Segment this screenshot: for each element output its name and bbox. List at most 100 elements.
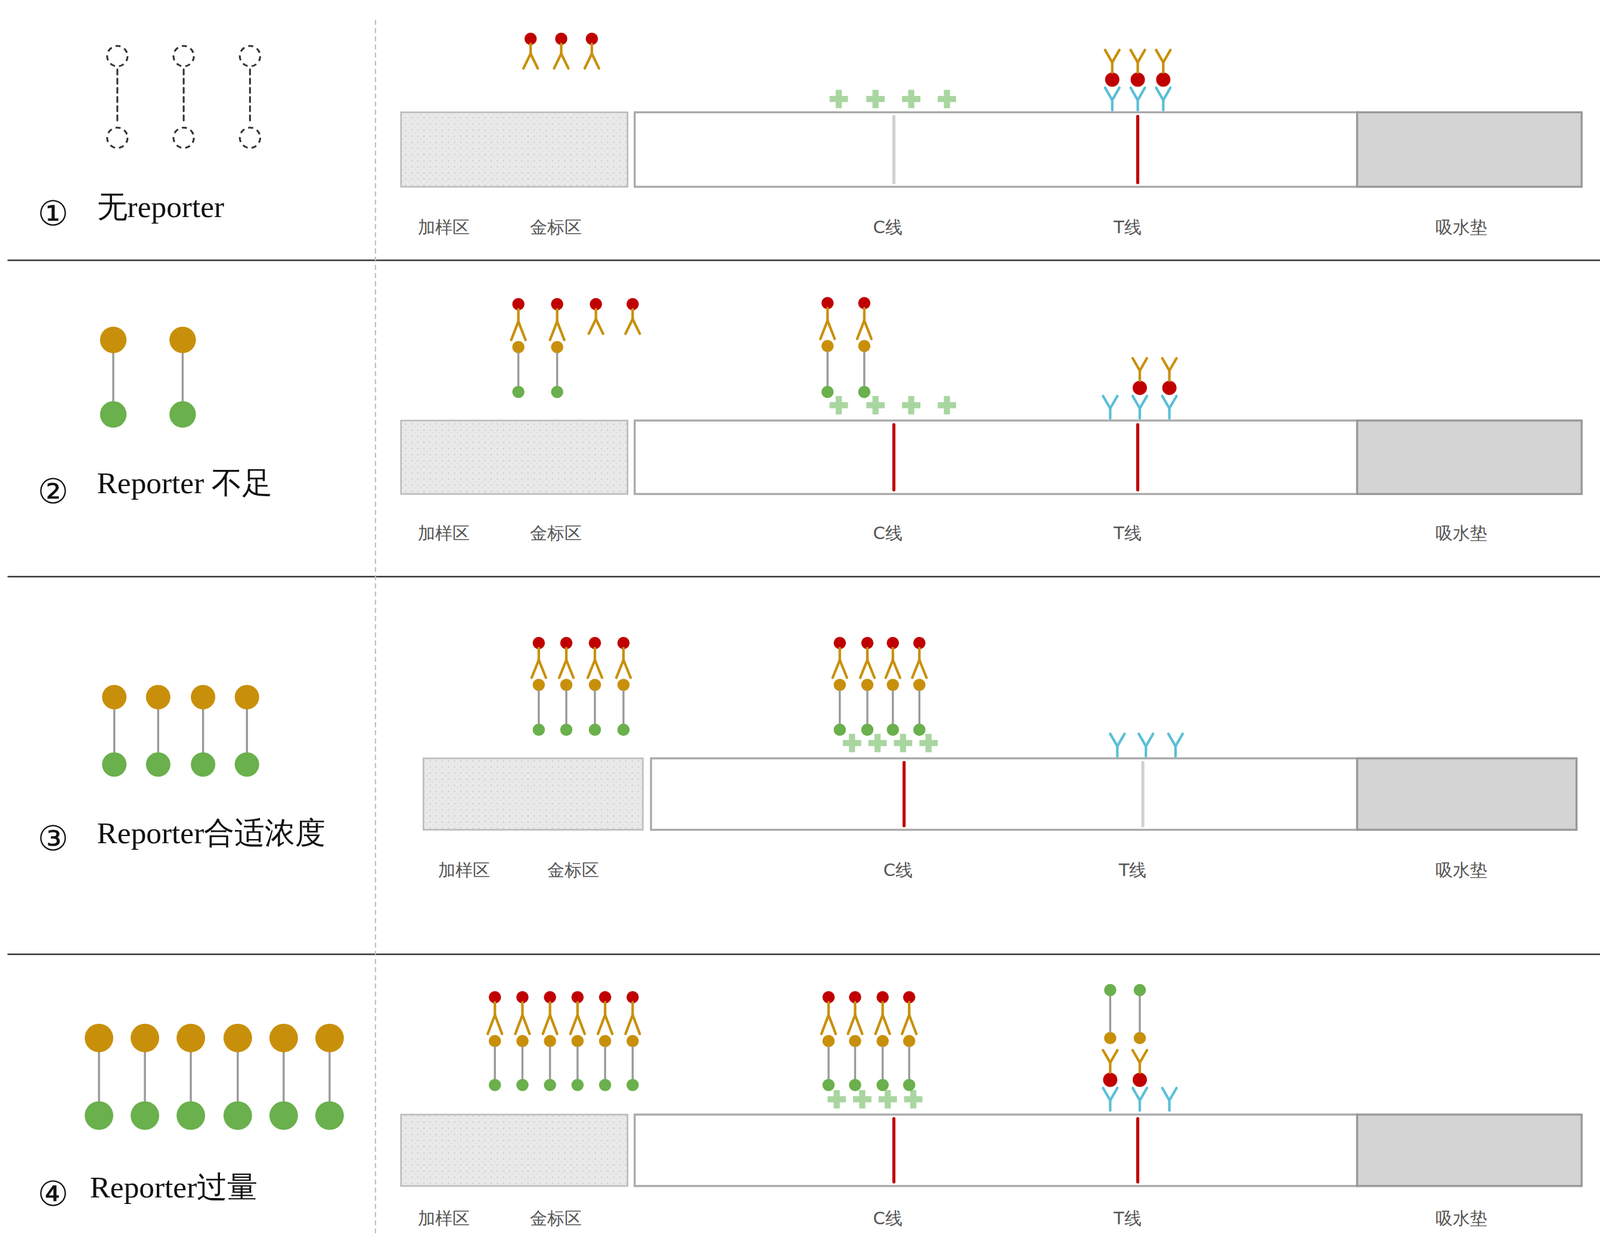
reporter-tail: [858, 385, 871, 399]
reporter-head: [822, 1034, 836, 1048]
antibody-arm: [875, 1014, 883, 1034]
reporter-head: [560, 678, 573, 691]
control-line: [902, 762, 906, 826]
antibody-arm: [1102, 1087, 1110, 1101]
antibody-arm: [1169, 1087, 1177, 1101]
reporter-tail: [176, 1101, 206, 1130]
antibody-stem: [1136, 100, 1139, 111]
antibody-arm: [1132, 1087, 1140, 1101]
zone-label: 吸水垫: [1435, 1209, 1488, 1227]
antibody-arm: [1109, 395, 1118, 409]
reporter-tail: [1104, 983, 1117, 997]
antibody-arm: [1163, 50, 1171, 63]
control-line: [892, 1118, 896, 1182]
reporter-tail: [84, 1101, 114, 1130]
reporter-head: [532, 678, 546, 691]
antibody-arm: [919, 659, 927, 678]
antibody-stem: [1108, 1099, 1112, 1110]
antibody-stem: [1111, 100, 1114, 111]
reporter-tail: [588, 723, 602, 737]
antibody-stem: [565, 647, 568, 660]
reporter-linker: [866, 690, 868, 724]
antibody-stem: [559, 44, 563, 54]
capture-antigen: [835, 90, 842, 109]
antibody-stem: [576, 1002, 579, 1015]
antibody-stem: [1138, 408, 1141, 419]
antibody-arm: [860, 659, 868, 678]
reporter-linker: [549, 1046, 551, 1079]
gold-particle: [1162, 380, 1177, 395]
zone-label: 金标区: [529, 218, 582, 237]
antibody-arm: [557, 321, 565, 340]
reporter-head: [84, 1023, 114, 1053]
zone-label: T线: [1113, 525, 1142, 543]
reporter-tail: [101, 751, 127, 777]
sample-pad: [401, 420, 628, 494]
reporter-head: [101, 684, 127, 709]
reporter-tail: [903, 1078, 916, 1091]
absent-reporter-tail: [107, 127, 128, 148]
antibody-arm: [882, 1014, 891, 1034]
antibody-stem: [1115, 745, 1119, 756]
antibody-arm: [1139, 358, 1147, 371]
reporter-head: [858, 339, 871, 353]
antibody-arm: [1169, 395, 1177, 409]
reporter-head: [516, 1034, 529, 1048]
absent-reporter-head: [239, 45, 260, 67]
antibody-arm: [584, 53, 592, 69]
antibody-arm: [1162, 358, 1170, 371]
reporter-tail: [848, 1078, 862, 1091]
row-number: ②: [37, 474, 69, 510]
zone-label: T线: [1113, 218, 1142, 237]
sample-pad: [423, 758, 643, 830]
antibody-arm: [821, 1014, 829, 1034]
capture-antigen: [907, 395, 914, 415]
antibody-arm: [597, 1014, 606, 1034]
reporter-head: [913, 678, 926, 691]
antibody-arm: [1102, 1049, 1110, 1063]
capture-antigen: [900, 733, 907, 753]
test-line: [1141, 762, 1145, 826]
reporter-linker: [537, 690, 540, 724]
antibody-arm: [553, 53, 561, 69]
antibody-arm: [1102, 395, 1110, 409]
antibody-stem: [891, 647, 895, 660]
reporter-head: [861, 678, 874, 691]
antibody-stem: [918, 647, 921, 660]
antibody-stem: [866, 647, 869, 660]
capture-antigen: [943, 395, 950, 415]
absent-reporter-tail: [173, 127, 194, 148]
antibody-arm: [531, 659, 539, 678]
control-line: [892, 116, 896, 183]
reporter-linker: [827, 1046, 830, 1079]
antibody-arm: [623, 659, 631, 678]
gold-particle: [1102, 1072, 1118, 1087]
antibody-stem: [853, 1002, 857, 1015]
antibody-stem: [1161, 100, 1165, 111]
antibody-arm: [1132, 1049, 1140, 1063]
zone-label: T线: [1118, 861, 1147, 880]
antibody-stem: [838, 647, 842, 660]
reporter-tail: [626, 1078, 640, 1091]
antibody-arm: [828, 1014, 836, 1034]
reporter-head: [543, 1034, 557, 1048]
antibody-arm: [847, 1014, 855, 1034]
column-separator: [374, 20, 377, 1235]
zone-label: C线: [883, 861, 913, 880]
antibody-arm: [1105, 50, 1113, 63]
antibody-arm: [1138, 87, 1146, 101]
reporter-head: [1104, 1031, 1117, 1044]
antibody-arm: [854, 1014, 862, 1034]
reporter-linker: [891, 690, 894, 724]
antibody-arm: [1109, 1049, 1118, 1063]
reporter-tail: [315, 1101, 344, 1130]
test-line: [1136, 424, 1140, 491]
antibody-arm: [605, 1014, 613, 1034]
row-title: Reporter 不足: [97, 467, 273, 498]
reporter-tail: [130, 1101, 160, 1130]
reporter-tail: [599, 1078, 612, 1091]
capture-antigen: [884, 1089, 891, 1109]
row-reporter-excess: [84, 983, 1582, 1186]
reporter-head: [146, 684, 171, 709]
antibody-arm: [625, 1014, 633, 1034]
